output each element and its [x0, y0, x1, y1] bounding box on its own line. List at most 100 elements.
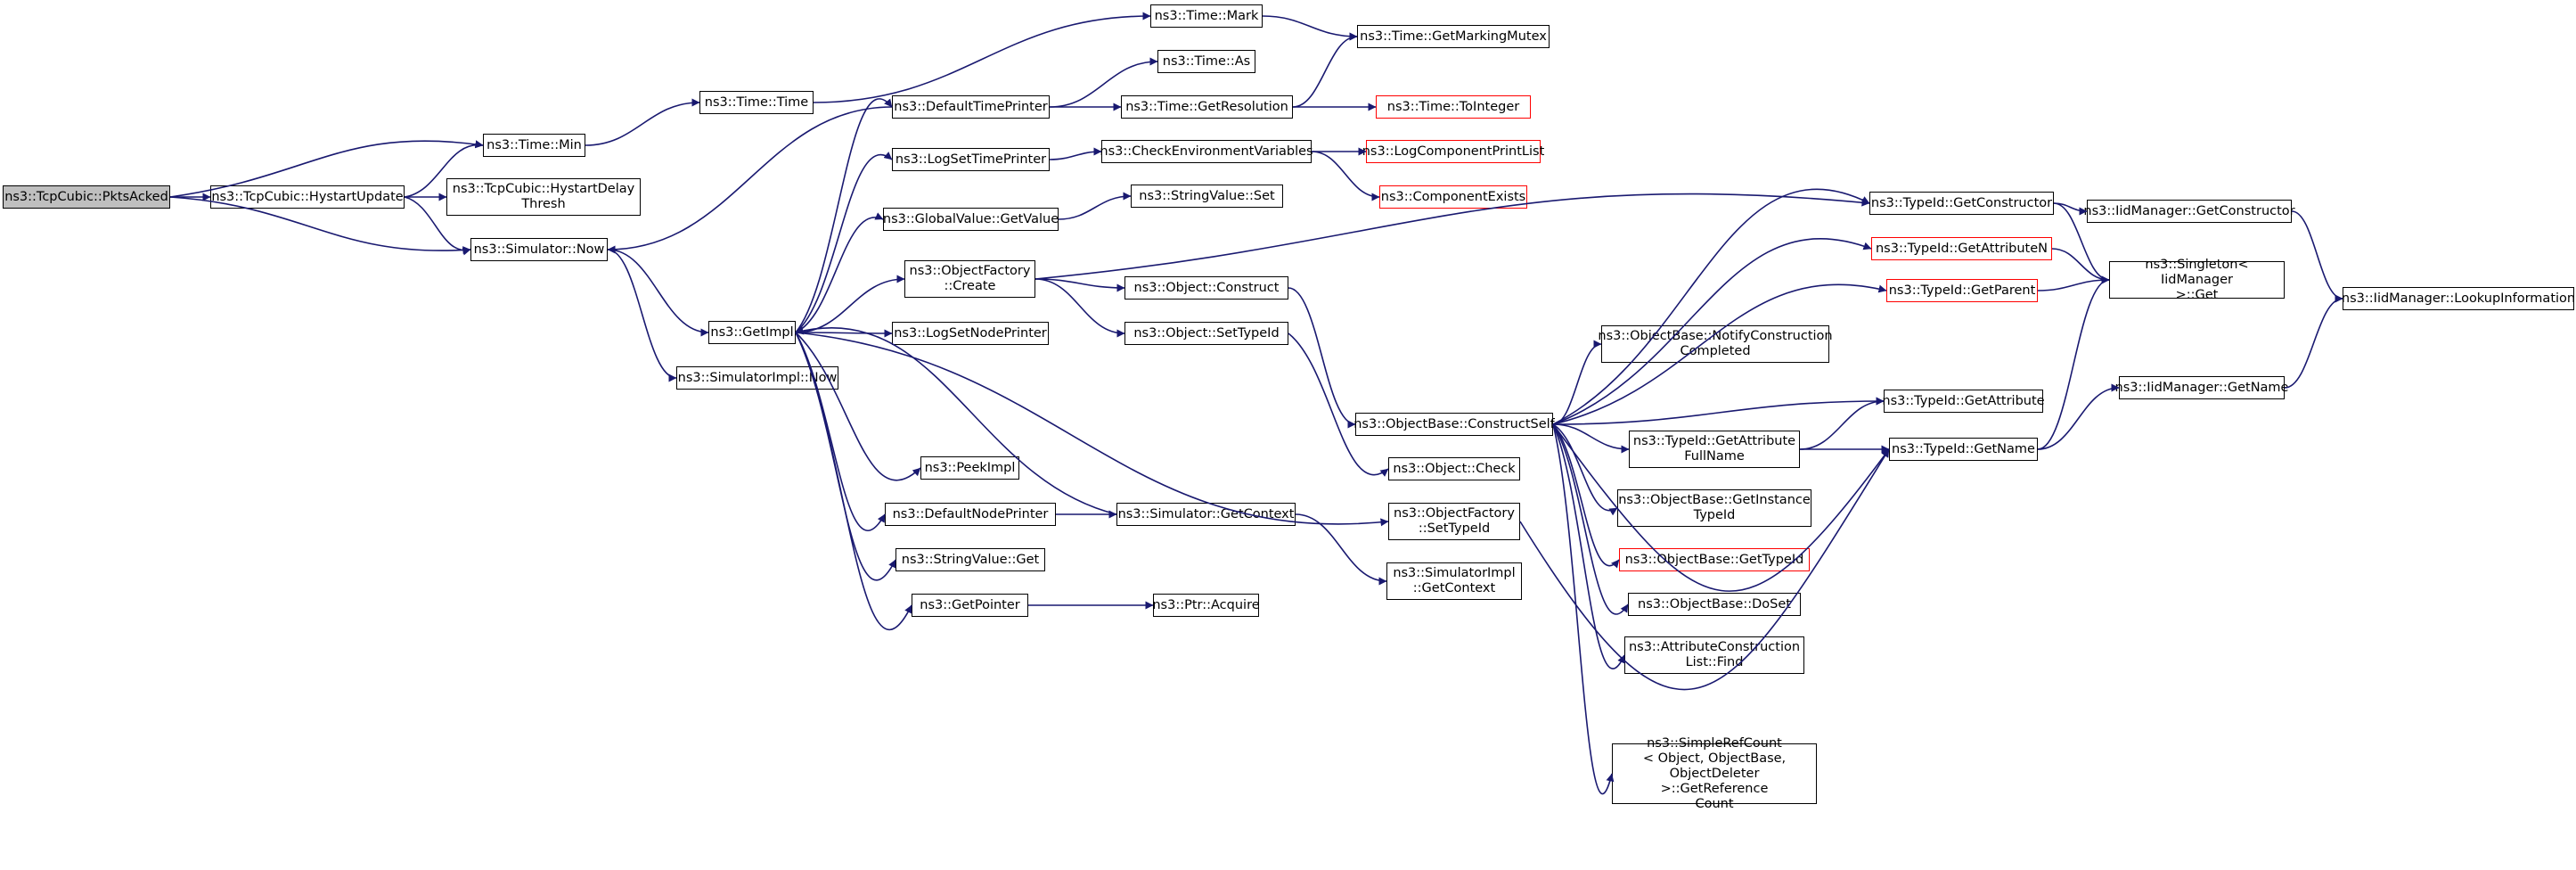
node-simgetcontext[interactable]: ns3::Simulator::GetContext — [1116, 503, 1296, 526]
node-simnow[interactable]: ns3::Simulator::Now — [470, 238, 608, 261]
node-stringvalueget[interactable]: ns3::StringValue::Get — [895, 548, 1045, 571]
edge-timetime-to-timemark — [813, 12, 1151, 103]
node-iidlookup[interactable]: ns3::IidManager::LookupInformation — [2342, 287, 2575, 310]
edge-objbaseconstructself-to-simplerefcount — [1552, 423, 1615, 795]
node-defaulttimeprinter[interactable]: ns3::DefaultTimePrinter — [892, 95, 1050, 119]
node-hystartdelay[interactable]: ns3::TcpCubic::HystartDelay Thresh — [446, 178, 641, 216]
edge-objfactorysettypeid-to-typeidgetname — [1519, 448, 1890, 691]
edge-globalvalueget-to-stringvalueset — [1058, 192, 1132, 220]
node-typeidgetconstructor[interactable]: ns3::TypeId::GetConstructor — [1869, 192, 2054, 215]
node-typeidgetparent[interactable]: ns3::TypeId::GetParent — [1886, 279, 2038, 302]
node-compexists[interactable]: ns3::ComponentExists — [1379, 185, 1527, 209]
node-stringvalueset[interactable]: ns3::StringValue::Set — [1131, 185, 1283, 208]
node-objfactorysettypeid[interactable]: ns3::ObjectFactory ::SetTypeId — [1388, 503, 1520, 540]
edge-getimpl-to-logsetnodeprinter — [795, 329, 893, 338]
edge-getimpl-to-getpointer — [795, 332, 912, 631]
node-singletonget[interactable]: ns3::Singleton< IidManager >::Get — [2109, 258, 2285, 302]
edge-simgetcontext-to-getimpl — [795, 326, 1117, 515]
edge-simnow-to-getimpl — [607, 249, 709, 337]
edge-objfactorycreate-to-objsettypeid — [1034, 278, 1125, 338]
edge-objbaseconstructself-to-objbasedoset — [1552, 423, 1629, 615]
node-getimpl[interactable]: ns3::GetImpl — [708, 321, 796, 344]
node-getmarkingmutex[interactable]: ns3::Time::GetMarkingMutex — [1357, 25, 1550, 48]
edge-typeidgetattrfullname-to-typeidgetattribute — [1799, 397, 1885, 450]
edge-objbaseconstructself-to-typeidgetattrn — [1552, 237, 1872, 425]
node-defaultnodeprinter[interactable]: ns3::DefaultNodePrinter — [885, 503, 1056, 526]
node-ptracquire[interactable]: ns3::Ptr::Acquire — [1152, 594, 1260, 617]
edge-getimpl-to-globalvalueget — [795, 212, 884, 333]
edge-typeidgetconstructor-to-singletonget — [2053, 202, 2110, 284]
edge-typeidgetname-to-iidgetname — [2037, 383, 2120, 450]
node-timemin[interactable]: ns3::Time::Min — [483, 134, 585, 157]
edge-objbaseconstructself-to-typeidgetattrfullname — [1552, 423, 1630, 454]
node-typeidgetattribute[interactable]: ns3::TypeId::GetAttribute — [1882, 390, 2045, 413]
edge-getimpl-to-objfactorycreate — [795, 275, 905, 333]
node-pktsacked: ns3::TcpCubic::PktsAcked — [3, 185, 170, 209]
edge-pktsacked-to-simnow — [169, 196, 471, 255]
node-objsettypeid[interactable]: ns3::Object::SetTypeId — [1124, 322, 1288, 345]
edge-getimpl-to-objfactorysettypeid — [795, 332, 1389, 527]
node-timetime[interactable]: ns3::Time::Time — [699, 91, 814, 114]
edge-typeidgetname-to-singletonget — [2037, 275, 2110, 450]
node-objbasegettypeid[interactable]: ns3::ObjectBase::GetTypeId — [1619, 548, 1810, 571]
node-typeidgetname[interactable]: ns3::TypeId::GetName — [1889, 438, 2038, 461]
node-notifyconstruction[interactable]: ns3::ObjectBase::NotifyConstruction Comp… — [1598, 325, 1833, 363]
edge-objbaseconstructself-to-notifyconstruction — [1552, 340, 1602, 425]
edge-defaulttimeprinter-to-timeas — [1049, 57, 1158, 108]
edge-defaulttimeprinter-to-simnow — [607, 106, 893, 254]
node-logsettimeprinter[interactable]: ns3::LogSetTimePrinter — [892, 148, 1050, 171]
edge-objbaseconstructself-to-typeidgetconstructor — [1552, 188, 1870, 425]
edge-objconstruct-to-objbaseconstructself — [1288, 287, 1356, 429]
edge-objfactorycreate-to-typeidgetconstructor — [1034, 193, 1870, 280]
node-logsetnodeprinter[interactable]: ns3::LogSetNodePrinter — [892, 322, 1049, 345]
edge-objbaseconstructself-to-typeidgetattribute — [1552, 397, 1885, 425]
node-checkenv[interactable]: ns3::CheckEnvironmentVariables — [1100, 140, 1313, 163]
node-iidgetname[interactable]: ns3::IidManager::GetName — [2115, 376, 2288, 399]
edge-iidgetconstructor-to-iidlookup — [2291, 210, 2343, 303]
node-hystartupdate[interactable]: ns3::TcpCubic::HystartUpdate — [210, 185, 405, 209]
node-getpointer[interactable]: ns3::GetPointer — [912, 594, 1028, 617]
edge-objbaseconstructself-to-attrconstructionfind — [1552, 423, 1625, 669]
node-typeidgetattrn[interactable]: ns3::TypeId::GetAttributeN — [1871, 237, 2052, 260]
edge-timemark-to-getmarkingmutex — [1262, 15, 1358, 41]
node-objfactorycreate[interactable]: ns3::ObjectFactory ::Create — [904, 260, 1035, 298]
edge-objbaseconstructself-to-objbasegettypeid — [1552, 423, 1620, 569]
edge-checkenv-to-compexists — [1311, 151, 1380, 201]
node-objconstruct[interactable]: ns3::Object::Construct — [1124, 276, 1288, 300]
edge-getimpl-to-logsettimeprinter — [795, 152, 893, 333]
node-objbaseconstructself[interactable]: ns3::ObjectBase::ConstructSelf — [1353, 413, 1555, 436]
node-objcheck[interactable]: ns3::Object::Check — [1388, 457, 1520, 480]
node-iidgetconstructor[interactable]: ns3::IidManager::GetConstructor — [2083, 200, 2295, 223]
node-globalvalueget[interactable]: ns3::GlobalValue::GetValue — [883, 208, 1059, 231]
node-typeidgetattrfullname[interactable]: ns3::TypeId::GetAttribute FullName — [1629, 431, 1800, 468]
node-simimplnow[interactable]: ns3::SimulatorImpl::Now — [676, 366, 838, 390]
edge-objbaseconstructself-to-getinstancetypeid — [1552, 423, 1618, 516]
edge-hystartupdate-to-simnow — [404, 196, 471, 256]
node-attrconstructionfind[interactable]: ns3::AttributeConstruction List::Find — [1624, 636, 1804, 674]
edge-typeidgetattrn-to-singletonget — [2051, 248, 2110, 284]
node-logcomplist[interactable]: ns3::LogComponentPrintList — [1362, 140, 1544, 163]
edge-timemin-to-timetime — [585, 98, 700, 146]
edge-objbaseconstructself-to-typeidgetparent — [1552, 283, 1887, 425]
edge-objbaseconstructself-to-typeidgetname — [1552, 423, 1890, 592]
node-timegetres[interactable]: ns3::Time::GetResolution — [1121, 95, 1293, 119]
node-peekimpl[interactable]: ns3::PeekImpl — [920, 456, 1019, 480]
edge-getimpl-to-defaultnodeprinter — [795, 332, 886, 531]
edge-objfactorycreate-to-objconstruct — [1034, 278, 1125, 292]
edge-timegetres-to-getmarkingmutex — [1292, 32, 1358, 108]
node-simplerefcount[interactable]: ns3::SimpleRefCount < Object, ObjectBase… — [1612, 736, 1817, 811]
edge-pktsacked-to-timemin — [169, 140, 484, 198]
node-timemark[interactable]: ns3::Time::Mark — [1150, 4, 1263, 28]
edge-objsettypeid-to-objcheck — [1288, 332, 1389, 477]
edge-logsettimeprinter-to-checkenv — [1049, 147, 1102, 160]
edge-typeidgetparent-to-singletonget — [2037, 275, 2110, 291]
node-tointeger[interactable]: ns3::Time::ToInteger — [1376, 95, 1531, 119]
edge-simgetcontext-to-simimplgetcontext — [1295, 513, 1387, 586]
node-getinstancetypeid[interactable]: ns3::ObjectBase::GetInstance TypeId — [1617, 489, 1811, 527]
edge-hystartupdate-to-timemin — [404, 140, 484, 198]
node-timeas[interactable]: ns3::Time::As — [1157, 50, 1255, 73]
node-simimplgetcontext[interactable]: ns3::SimulatorImpl ::GetContext — [1386, 562, 1522, 600]
node-objbasedoset[interactable]: ns3::ObjectBase::DoSet — [1628, 593, 1801, 616]
